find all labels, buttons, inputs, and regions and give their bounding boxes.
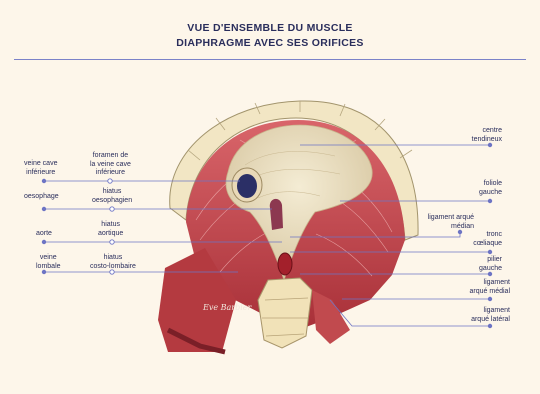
label-aorte: aorte: [36, 230, 52, 239]
label-oesophage: oesophage: [24, 193, 59, 202]
vertebral-column: [258, 278, 312, 348]
esophagus: [270, 199, 283, 230]
artist-signature: Eve Barbier: [203, 303, 251, 312]
vena-cava-lumen: [237, 174, 257, 198]
aorta: [278, 253, 292, 275]
